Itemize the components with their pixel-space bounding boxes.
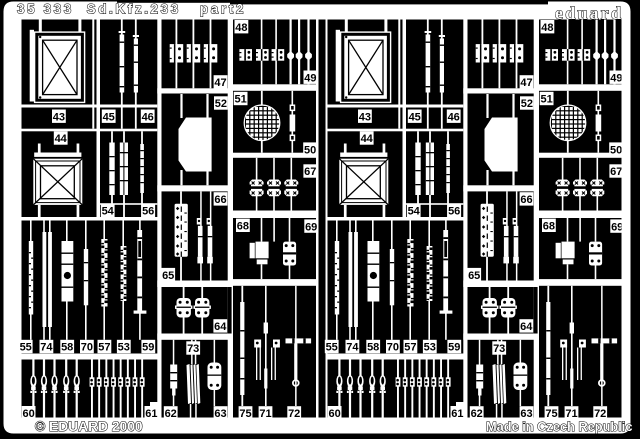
svg-text:57: 57 — [98, 342, 110, 354]
svg-text:68: 68 — [237, 221, 249, 233]
svg-text:56: 56 — [142, 206, 154, 218]
svg-text:54: 54 — [102, 206, 115, 218]
svg-text:65: 65 — [162, 270, 174, 282]
svg-text:59: 59 — [142, 342, 154, 354]
svg-text:71: 71 — [259, 408, 271, 420]
svg-text:Made in Czech Republic: Made in Czech Republic — [486, 419, 632, 434]
svg-text:64: 64 — [214, 321, 227, 333]
svg-text:69: 69 — [305, 221, 317, 233]
svg-text:58: 58 — [61, 342, 73, 354]
svg-text:45: 45 — [103, 111, 115, 123]
svg-text:72: 72 — [288, 408, 300, 420]
svg-text:60: 60 — [22, 408, 34, 420]
svg-text:55: 55 — [20, 342, 32, 354]
svg-text:62: 62 — [165, 408, 177, 420]
svg-text:© EDUARD 2000: © EDUARD 2000 — [35, 419, 143, 434]
svg-text:73: 73 — [187, 343, 199, 355]
svg-text:67: 67 — [304, 166, 316, 178]
svg-text:51: 51 — [234, 94, 246, 106]
svg-text:50: 50 — [304, 144, 316, 156]
svg-text:47: 47 — [214, 77, 226, 89]
svg-text:53: 53 — [118, 342, 130, 354]
svg-text:46: 46 — [142, 111, 154, 123]
svg-text:eduard: eduard — [555, 3, 623, 23]
svg-text:75: 75 — [239, 408, 251, 420]
svg-text:63: 63 — [214, 408, 226, 420]
svg-text:48: 48 — [235, 22, 247, 34]
svg-text:66: 66 — [214, 194, 226, 206]
svg-text:43: 43 — [53, 111, 65, 123]
svg-text:49: 49 — [304, 72, 316, 84]
svg-text:52: 52 — [215, 98, 227, 110]
svg-text:74: 74 — [40, 342, 53, 354]
svg-text:35 333 Sd.Kfz.233 part2: 35 333 Sd.Kfz.233 part2 — [17, 2, 246, 17]
svg-text:61: 61 — [145, 408, 157, 420]
svg-text:70: 70 — [81, 342, 93, 354]
svg-text:44: 44 — [55, 133, 68, 145]
